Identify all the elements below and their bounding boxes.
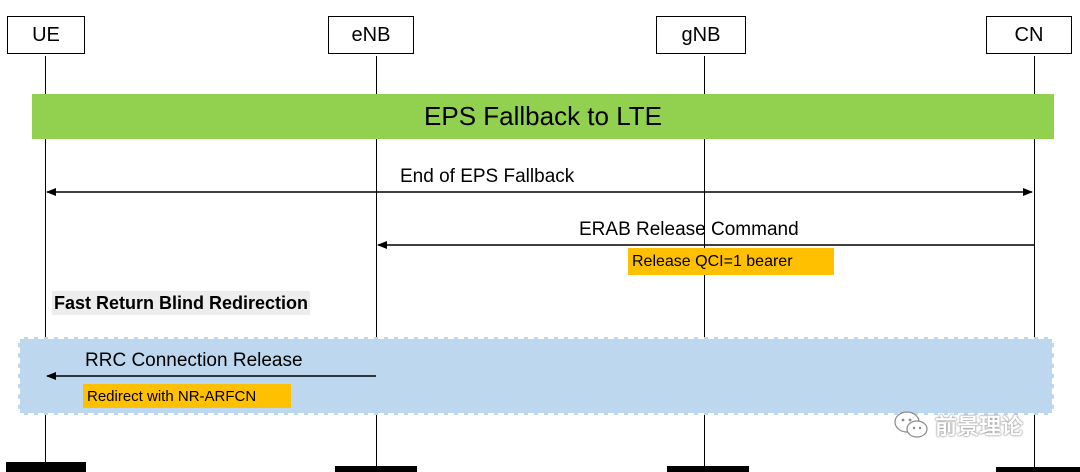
lifeline-enb (376, 56, 377, 472)
erab-note-tag: Release QCI=1 bearer (628, 248, 834, 275)
banner-label: EPS Fallback to LTE (424, 101, 662, 131)
cn-footer-bar (996, 467, 1080, 472)
entity-gnb: gNB (656, 16, 746, 54)
entity-ue-label: UE (32, 23, 60, 46)
fast-return-label: Fast Return Blind Redirection (52, 291, 311, 315)
lifeline-ue (45, 56, 46, 472)
rrc-note-tag: Redirect with NR-ARFCN (83, 384, 291, 408)
enb-footer-bar (335, 466, 417, 472)
eps-fallback-banner: EPS Fallback to LTE (32, 94, 1054, 139)
watermark-text: 前景理论 (935, 414, 1024, 439)
entity-ue: UE (7, 16, 85, 54)
rrc-release-label: RRC Connection Release (85, 350, 303, 371)
end-fallback-label: End of EPS Fallback (400, 166, 575, 187)
entity-enb-label: eNB (351, 23, 391, 46)
gnb-footer-bar (667, 466, 749, 472)
entity-gnb-label: gNB (681, 23, 721, 46)
rrc-note-text: Redirect with NR-ARFCN (87, 387, 257, 405)
watermark: 前景理论 (893, 408, 1023, 442)
wechat-logo-icon (894, 411, 928, 438)
erab-release-label: ERAB Release Command (579, 219, 799, 240)
lifeline-cn (1034, 56, 1035, 472)
entity-cn-label: CN (1014, 23, 1044, 46)
entity-cn: CN (986, 16, 1072, 54)
ue-footer-bar (6, 462, 86, 472)
erab-note-text: Release QCI=1 bearer (632, 252, 793, 270)
entity-enb: eNB (328, 16, 414, 54)
